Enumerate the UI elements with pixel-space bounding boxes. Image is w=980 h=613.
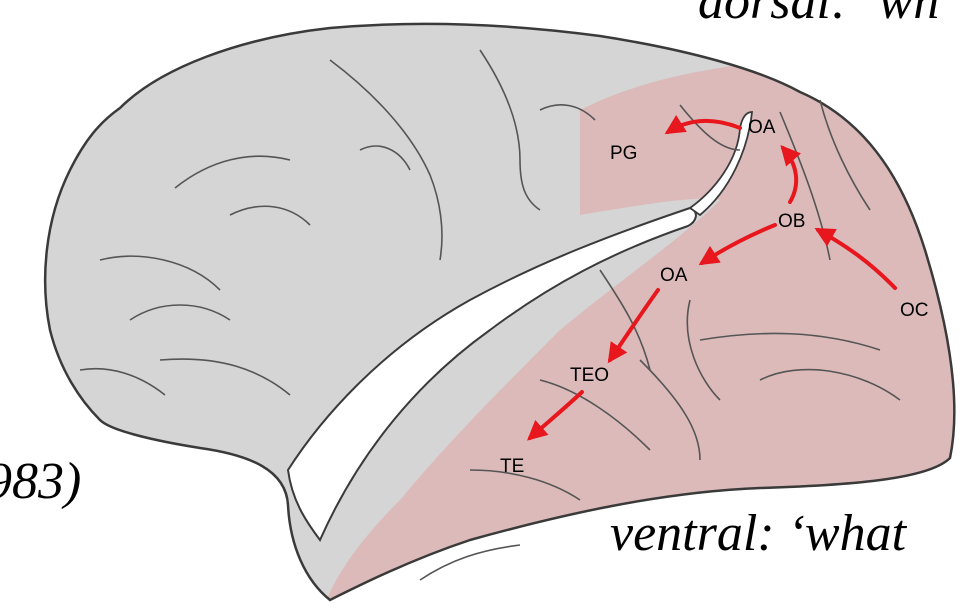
area-label-oa-dorsal: OA (748, 117, 776, 138)
dorsal-pathway-caption: dorsal: ‘wh (698, 0, 939, 28)
citation-fragment: 983) (0, 456, 81, 508)
area-label-te: TE (500, 456, 524, 477)
area-label-teo: TEO (570, 365, 609, 386)
area-label-pg: PG (610, 143, 637, 164)
ventral-pathway-caption: ventral: ‘what (610, 508, 906, 560)
area-label-oc: OC (900, 300, 929, 321)
area-label-ob: OB (778, 211, 805, 232)
area-label-oa-ventral: OA (660, 265, 688, 286)
